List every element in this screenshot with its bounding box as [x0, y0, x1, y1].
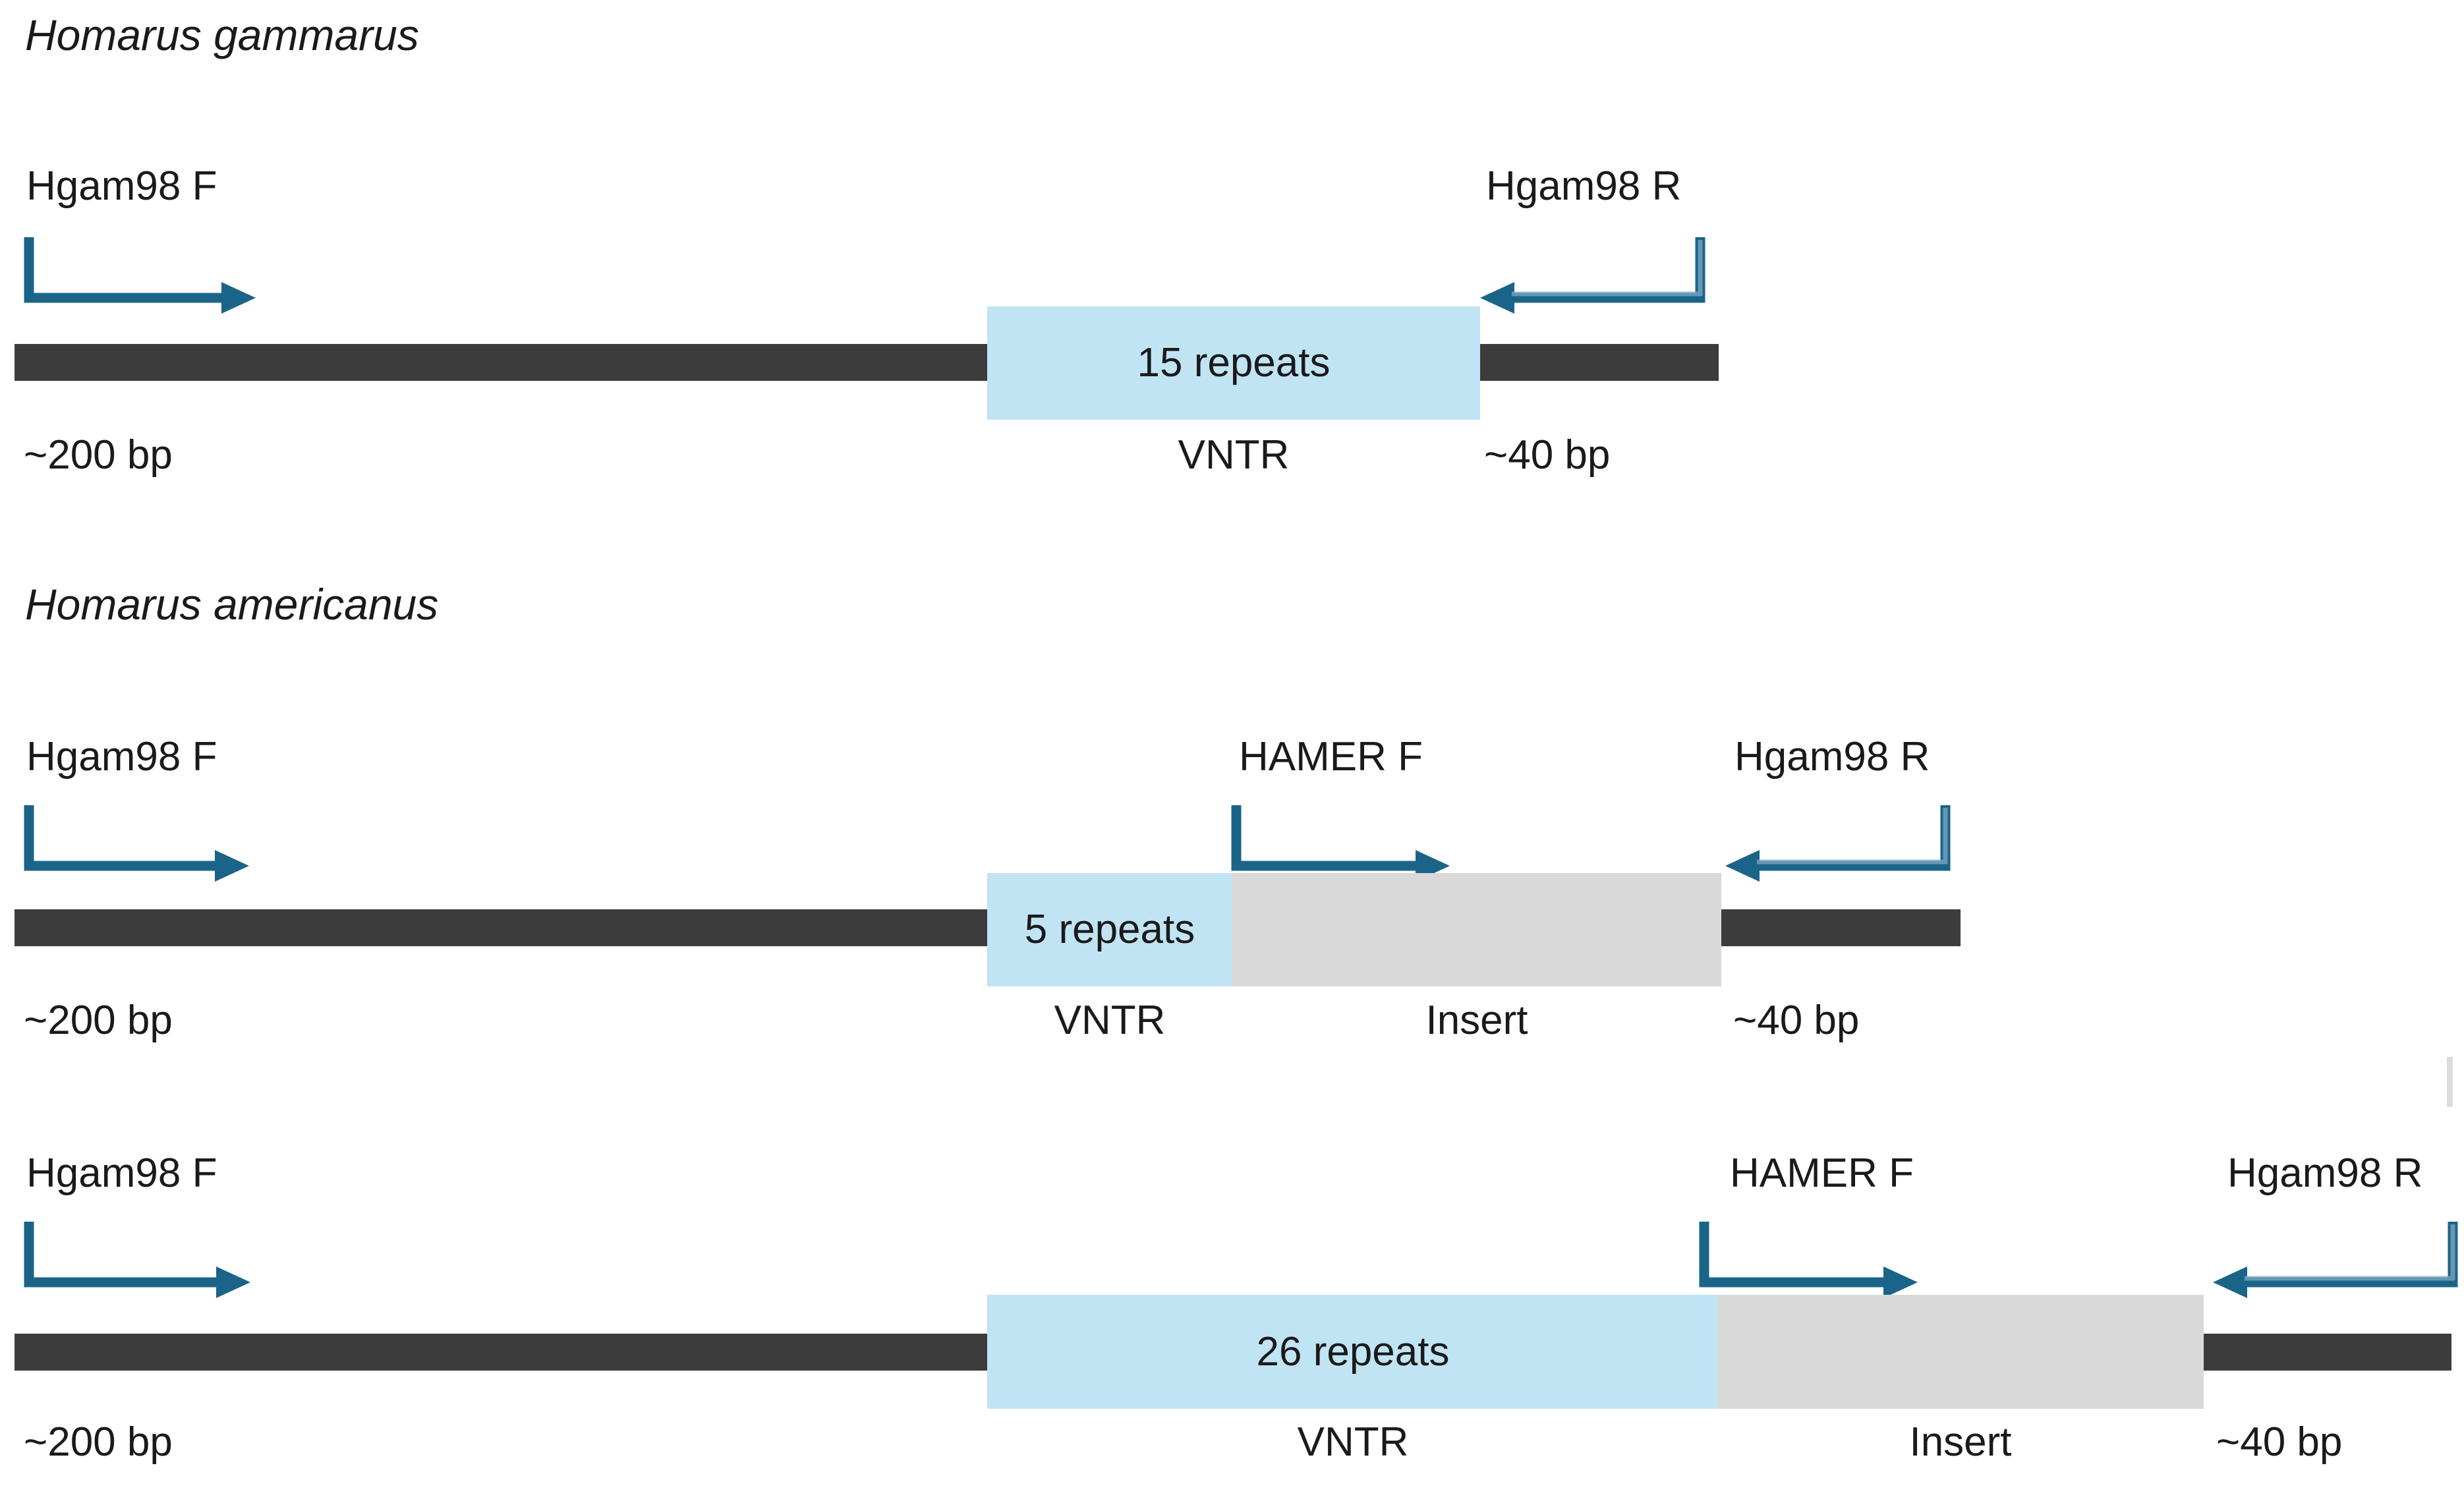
primer-label-hgam98f-3: Hgam98 F	[26, 1150, 217, 1196]
dna-backbone-left-1	[14, 344, 990, 381]
primer-label-hgam98f-1: Hgam98 F	[26, 163, 217, 209]
primer-arrow-hgam98r-reverse-3	[2213, 1222, 2458, 1298]
region-caption-vntr-1: VNTR	[1178, 432, 1290, 478]
dna-backbone-right-2	[1717, 909, 1961, 946]
primer-arrow-hgam98f-forward-1	[24, 237, 256, 314]
dna-backbone-right-1	[1475, 344, 1719, 381]
insert-box-2	[1232, 873, 1721, 986]
vntr-box-3: 26 repeats	[987, 1295, 1719, 1409]
flank-label-40bp-2: ~40 bp	[1733, 998, 1860, 1043]
vntr-box-label-2: 5 repeats	[1024, 907, 1195, 952]
primer-label-hgam98r-3: Hgam98 R	[2227, 1150, 2423, 1196]
primer-arrow-hgam98f-forward-2	[24, 805, 249, 882]
dna-backbone-left-2	[14, 909, 990, 946]
primer-arrow-hgam98r-reverse-1	[1480, 237, 1705, 314]
insert-box-3	[1717, 1295, 2204, 1409]
region-caption-insert-3: Insert	[1909, 1419, 2012, 1465]
flank-label-200bp-3: ~200 bp	[24, 1419, 173, 1465]
primer-arrow-hgam98r-reverse-2	[1725, 805, 1951, 882]
primer-arrow-hamerf-forward-3	[1699, 1222, 1918, 1298]
primer-label-hgam98r-1: Hgam98 R	[1486, 163, 1682, 209]
flank-label-200bp-1: ~200 bp	[24, 432, 173, 478]
region-caption-insert-2: Insert	[1425, 998, 1528, 1043]
vntr-box-1: 15 repeats	[987, 306, 1480, 420]
scrollbar-thumb[interactable]	[2447, 1057, 2453, 1107]
primer-label-hamerf-3: HAMER F	[1730, 1150, 1914, 1196]
vntr-box-2: 5 repeats	[987, 873, 1232, 986]
flank-label-40bp-3: ~40 bp	[2216, 1419, 2343, 1465]
region-caption-vntr-3: VNTR	[1297, 1419, 1409, 1465]
vntr-box-label-1: 15 repeats	[1137, 340, 1331, 385]
primer-label-hgam98f-2: Hgam98 F	[26, 734, 217, 780]
flank-label-40bp-1: ~40 bp	[1484, 432, 1611, 478]
vntr-box-label-3: 26 repeats	[1256, 1328, 1450, 1375]
primer-label-hgam98r-2: Hgam98 R	[1734, 734, 1930, 780]
dna-backbone-left-3	[14, 1334, 990, 1371]
species-label-2: Homarus americanus	[25, 580, 439, 629]
primer-label-hamerf-2: HAMER F	[1239, 734, 1423, 780]
primer-arrow-hgam98f-forward-3	[24, 1222, 250, 1298]
species-label-1: Homarus gammarus	[25, 11, 419, 59]
dna-backbone-right-3	[2200, 1334, 2451, 1371]
region-caption-vntr-2: VNTR	[1054, 998, 1166, 1043]
flank-label-200bp-2: ~200 bp	[24, 998, 173, 1043]
